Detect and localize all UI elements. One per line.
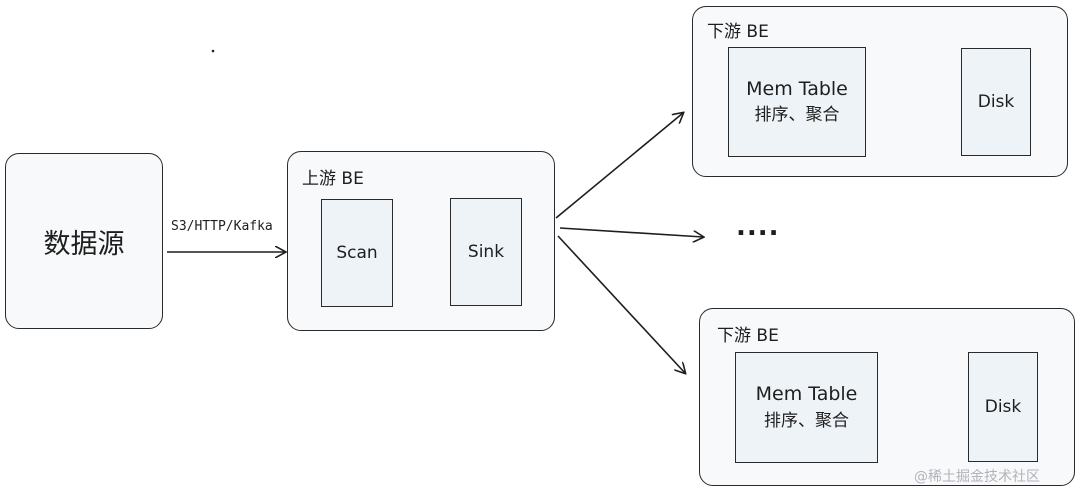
memtable-top-box: Mem Table 排序、聚合 [728,47,866,157]
downstream-be-top-box: 下游 BE Mem Table 排序、聚合 Disk [692,6,1068,177]
scan-label: Scan [336,242,378,263]
source-box: 数据源 [5,153,163,329]
source-label: 数据源 [43,228,125,260]
edge-label: S3/HTTP/Kafka [171,219,273,234]
sink-box: Sink [450,198,522,306]
memtable-top-line2: 排序、聚合 [754,105,840,126]
downstream-be-bottom-box: 下游 BE Mem Table 排序、聚合 Disk [699,308,1075,486]
disk-top-box: Disk [961,48,1031,156]
stray-dot [211,49,215,53]
disk-top-label: Disk [977,91,1015,112]
memtable-top-line1: Mem Table [746,77,848,100]
scan-box: Scan [321,199,393,307]
upstream-be-box: 上游 BE Scan Sink [287,151,555,331]
ellipsis: .... [736,212,780,242]
memtable-bottom-box: Mem Table 排序、聚合 [735,352,878,463]
downstream-be-bottom-title: 下游 BE [717,326,779,346]
disk-bottom-label: Disk [984,396,1022,417]
memtable-bottom-line2: 排序、聚合 [764,410,849,431]
disk-bottom-box: Disk [968,352,1038,462]
arrow-upstream-to-bottom [557,235,685,373]
memtable-bottom-line1: Mem Table [755,383,858,406]
arrow-upstream-to-middle [559,227,703,237]
upstream-be-title: 上游 BE [302,169,364,189]
watermark: @稀土掘金技术社区 [914,469,1040,485]
downstream-be-top-title: 下游 BE [707,22,769,42]
arrow-upstream-to-top [555,113,683,219]
sink-label: Sink [467,241,505,262]
